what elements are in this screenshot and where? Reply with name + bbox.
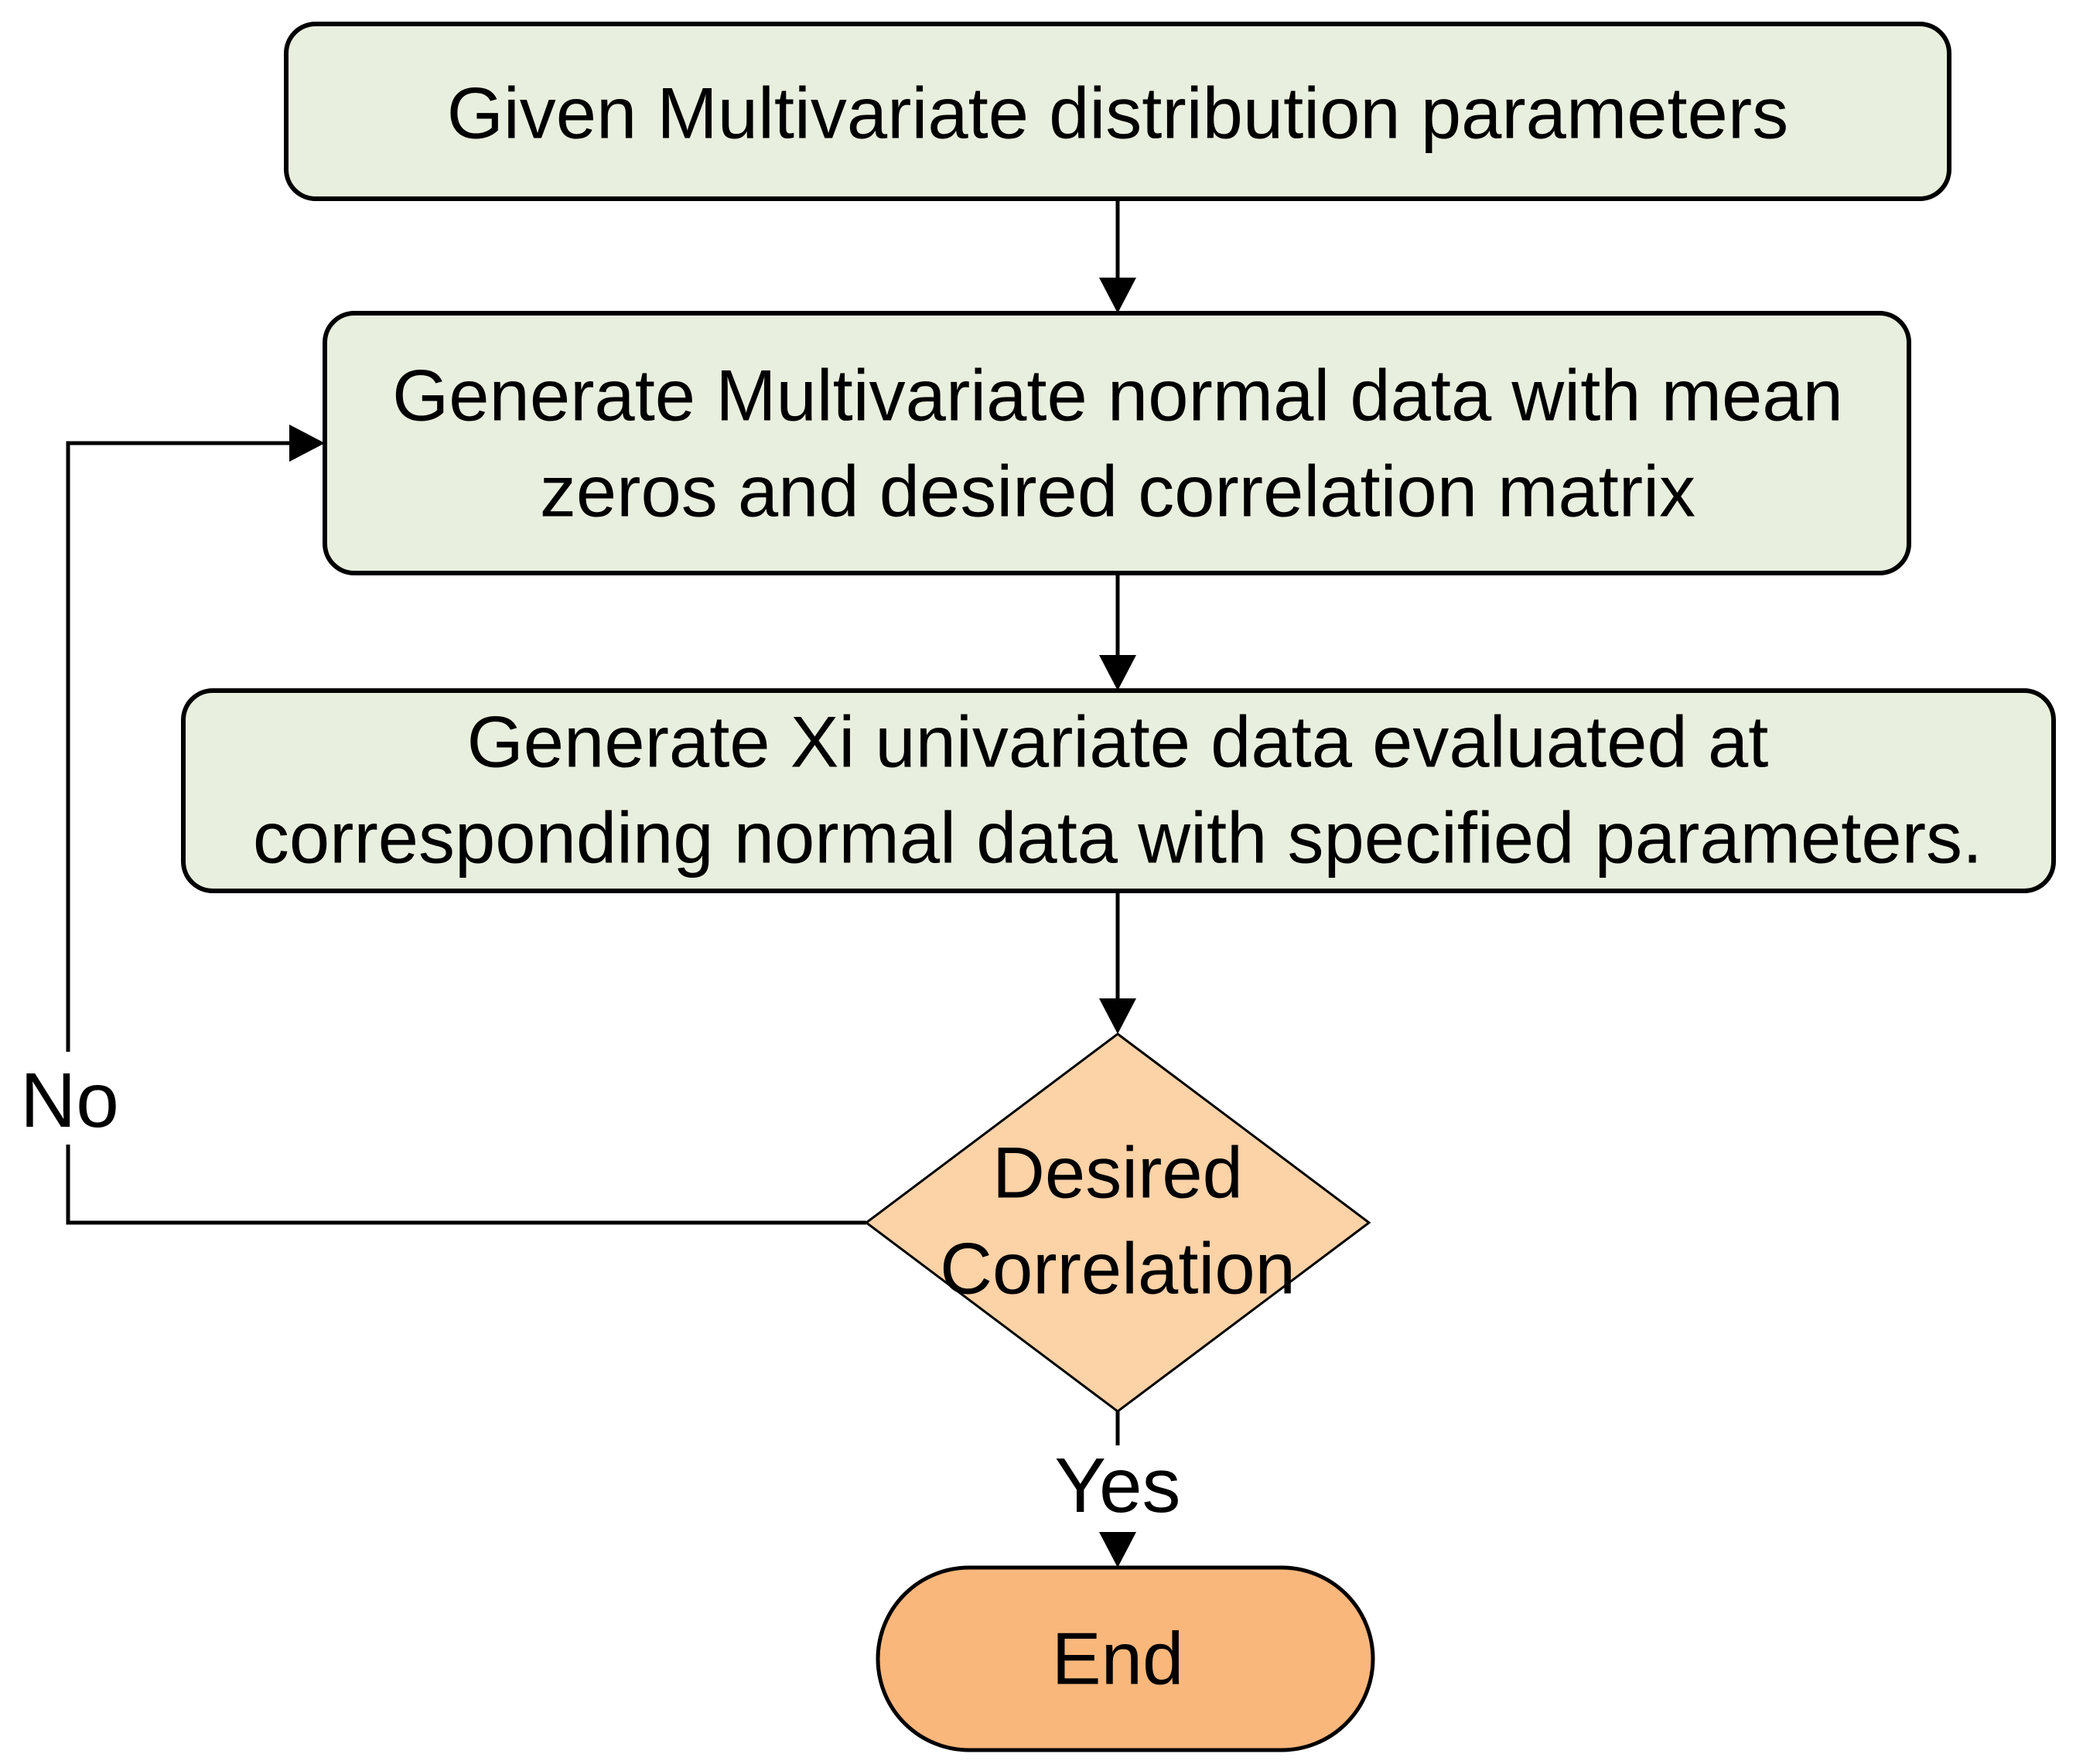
process-node-generate-univariate [181,688,2056,893]
decision-node-line1: Desired [992,1132,1243,1213]
no-loop-line-lower [66,1145,866,1225]
decision-node-desired-correlation [864,1032,1371,1413]
terminator-node-end-label: End [1052,1618,1184,1701]
process-node-start [284,22,1951,201]
no-edge-label: No [20,1057,119,1144]
arrow-down-icon-4 [1099,1532,1136,1568]
process-node-generate-normal-line2: zeros and desired correlation matrix [540,451,1695,532]
process-node-generate-univariate-line1: Generate Xi univariate data evaluated at [467,701,1769,783]
process-node-generate-normal [323,311,1911,575]
arrow-down-icon-2 [1099,655,1136,691]
process-node-start-label: Given Multivariate distribution paramete… [447,73,1789,154]
terminator-node-end [876,1565,1375,1752]
no-loop-line-upper [66,441,291,1052]
arrow-right-icon [289,425,325,462]
arrow-down-icon-3 [1099,998,1136,1034]
yes-edge-label: Yes [1054,1442,1180,1529]
decision-node-line2: Correlation [940,1228,1296,1309]
process-node-generate-normal-line1: Generate Multivariate normal data with m… [392,355,1843,436]
arrow-down-icon-1 [1099,278,1136,313]
process-node-generate-univariate-line2: corresponding normal data with specified… [253,797,1982,879]
